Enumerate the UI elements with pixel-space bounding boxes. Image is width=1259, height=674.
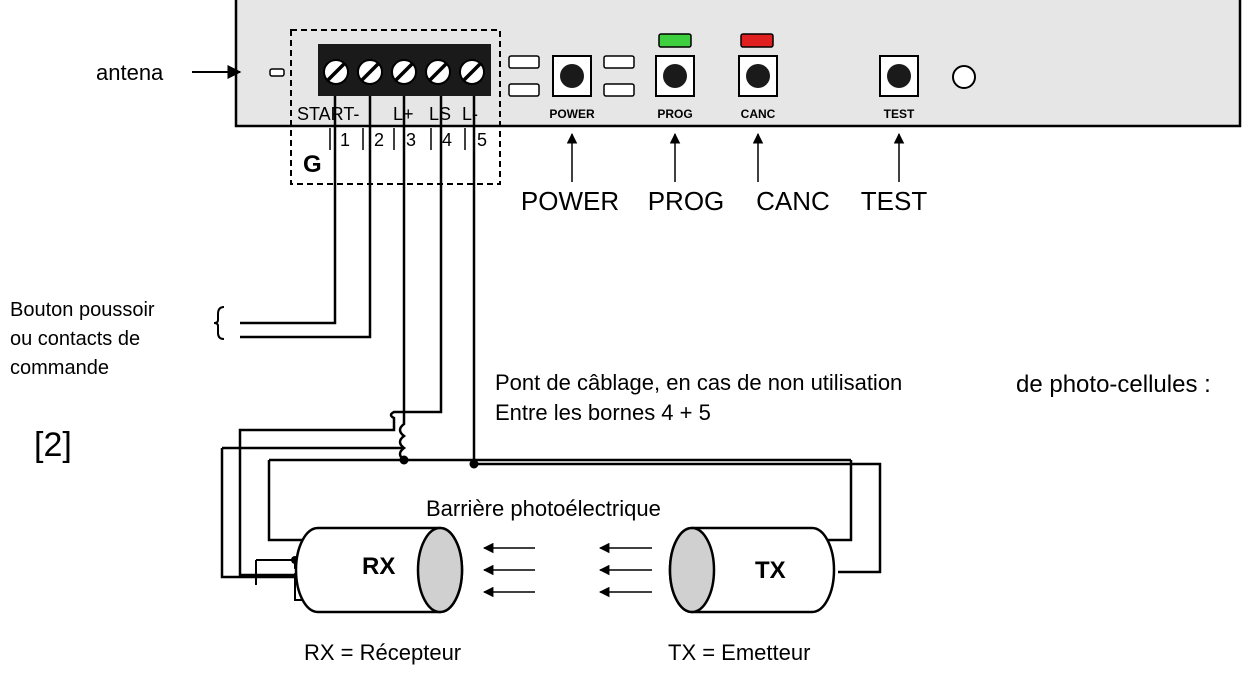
wire-terminal-5 [472,96,882,574]
wire-terminal-4 [238,96,443,577]
power-button[interactable] [552,55,592,97]
tx-legend: TX = Emetteur [668,640,810,665]
bridge-note-line1a: Pont de câblage, en cas de non utilisati… [495,370,902,395]
bridge-note-line1b: de photo-cellules : [1016,371,1211,398]
prog-button[interactable] [655,55,695,97]
terminal-number-3: 3 [406,130,416,150]
terminal-number-5: 5 [477,130,487,150]
terminal-name-start: START- [297,104,359,124]
terminal-number-2: 2 [374,130,384,150]
label-canc: CANC [756,186,830,216]
terminal-screw-4 [425,59,451,85]
terminal-screw-3 [391,59,417,85]
terminal-screws [323,59,485,85]
label-power: POWER [521,186,619,216]
button-pointer-arrows [566,132,905,182]
canc-button[interactable] [738,55,778,97]
board-label-prog: PROG [657,107,692,121]
bridge-note-line2: Entre les bornes 4 + 5 [495,400,711,425]
tx-label: TX [755,557,786,584]
pushbutton-label-line3: commande [10,357,109,379]
wire-terminal-3 [398,96,407,461]
rx-receiver: RX [294,526,464,614]
prog-led-icon [658,33,692,48]
junction-dot-5 [469,459,479,469]
board-label-canc: CANC [741,107,776,121]
wire-inner-right [825,460,853,542]
group-g-outline [290,29,501,185]
antenna-label: antena [96,60,164,85]
terminal-screw-1 [323,59,349,85]
terminal-number-4: 4 [442,130,452,150]
barrier-label: Barrière photoélectrique [426,496,661,521]
board-label-test: TEST [884,107,915,121]
label-test: TEST [861,186,928,216]
beam-arrows [482,542,652,598]
jumper-pads [508,55,635,97]
test-button[interactable] [879,55,919,97]
wire-outer-left [220,448,295,579]
terminal-number-1: 1 [340,130,350,150]
board-label-power: POWER [549,107,595,121]
rx-label: RX [362,553,395,580]
pushbutton-label-line2: ou contacts de [10,328,140,350]
terminal-name-lminus: L- [462,104,478,124]
figure-number: [2] [34,426,72,464]
group-g-label: G [303,151,322,178]
indicator-hole-icon [952,65,976,89]
terminal-screw-2 [357,59,383,85]
antenna-connector-icon [269,68,285,77]
tx-emitter: TX [668,526,836,614]
pushbutton-label-line1: Bouton poussoir [10,299,155,321]
wire-terminal-1 [240,96,337,325]
terminal-screw-5 [459,59,485,85]
canc-led-icon [740,33,774,48]
pushbutton-brace [213,306,225,340]
label-prog: PROG [648,186,725,216]
wire-inner-left [267,460,308,542]
wire-terminal-2 [240,96,372,339]
rx-legend: RX = Récepteur [304,640,461,665]
terminal-dividers [329,128,466,150]
